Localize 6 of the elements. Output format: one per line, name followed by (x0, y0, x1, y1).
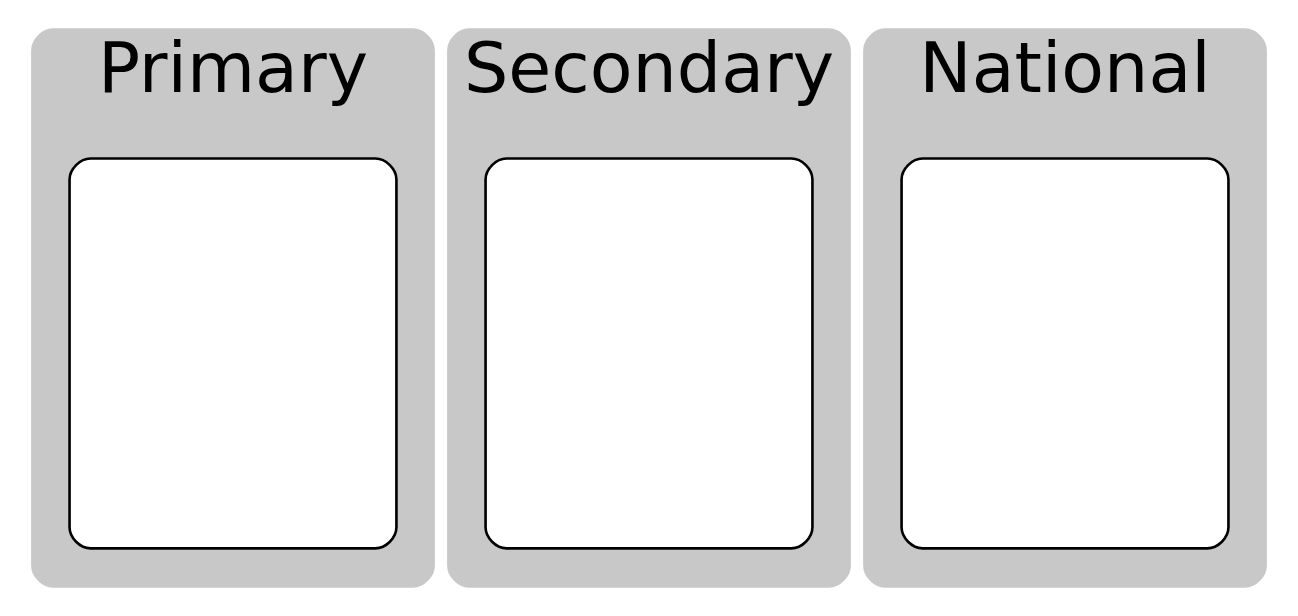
node-box (484, 157, 814, 550)
node-box (900, 157, 1230, 550)
cluster: Primary (31, 28, 435, 588)
cluster: National (863, 28, 1267, 588)
node-box (68, 157, 398, 550)
cluster: Secondary (447, 28, 851, 588)
